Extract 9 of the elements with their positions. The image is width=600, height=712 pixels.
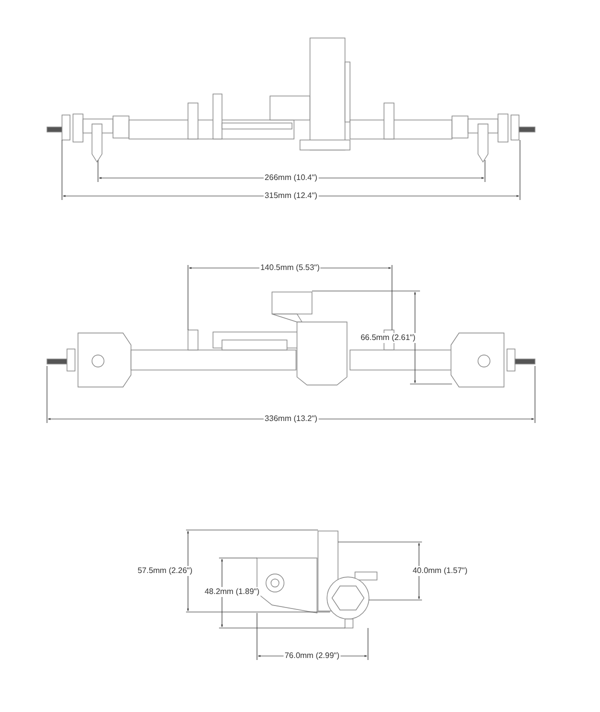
dimension-label: 315mm (12.4") bbox=[264, 191, 318, 201]
dimension-label: 266mm (10.4") bbox=[264, 173, 318, 183]
dimension-label: 57.5mm (2.26") bbox=[136, 566, 194, 576]
dimension-label: 48.2mm (1.89") bbox=[204, 587, 260, 597]
dimension-label: 140.5mm (5.53") bbox=[259, 263, 321, 273]
dimension-label: 336mm (13.2") bbox=[264, 414, 318, 424]
dimension-label: 76.0mm (2.99") bbox=[284, 651, 340, 661]
dimension-label: 66.5mm (2.61") bbox=[360, 333, 416, 343]
dimension-label: 40.0mm (1.57") bbox=[412, 566, 468, 576]
